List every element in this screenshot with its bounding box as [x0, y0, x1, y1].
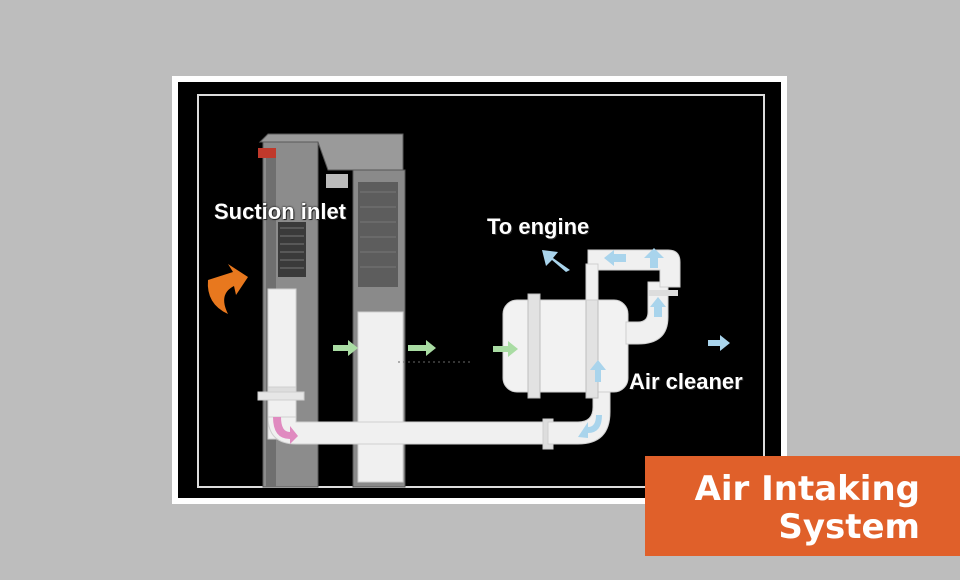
vent-grille — [278, 222, 306, 277]
intake-arrow — [207, 264, 248, 314]
up-arrow — [590, 360, 606, 382]
air-cleaner-label: Air cleaner — [629, 369, 743, 394]
elbow-arrow — [578, 415, 602, 438]
duct-arrow-2 — [408, 340, 436, 356]
to-engine-arrow — [542, 250, 570, 272]
horizontal-pipe — [267, 416, 549, 445]
inner-border — [197, 94, 765, 488]
red-marker — [258, 148, 276, 158]
suction-inlet-label: Suction inlet — [214, 199, 346, 224]
bend-arrow — [644, 248, 664, 268]
left-arrow — [604, 250, 626, 266]
badge-title-line2: System — [778, 507, 920, 547]
duct-arrow-3 — [493, 341, 518, 357]
turn-arrow — [273, 417, 298, 444]
title-badge: Air Intaking System — [645, 456, 960, 556]
diagram-frame: Suction inlet To engine Air cleaner — [172, 76, 787, 504]
badge-title-line1: Air Intaking — [694, 469, 920, 509]
to-engine-label: To engine — [487, 214, 590, 239]
outlet-right-arrow — [708, 335, 730, 351]
outlet-arrow — [650, 297, 666, 317]
vertical-pipe-mid — [357, 311, 404, 483]
diagram-panel: Suction inlet To engine Air cleaner — [178, 82, 781, 498]
air-intake-diagram — [197, 94, 765, 488]
duct-arrow-1 — [333, 340, 358, 356]
